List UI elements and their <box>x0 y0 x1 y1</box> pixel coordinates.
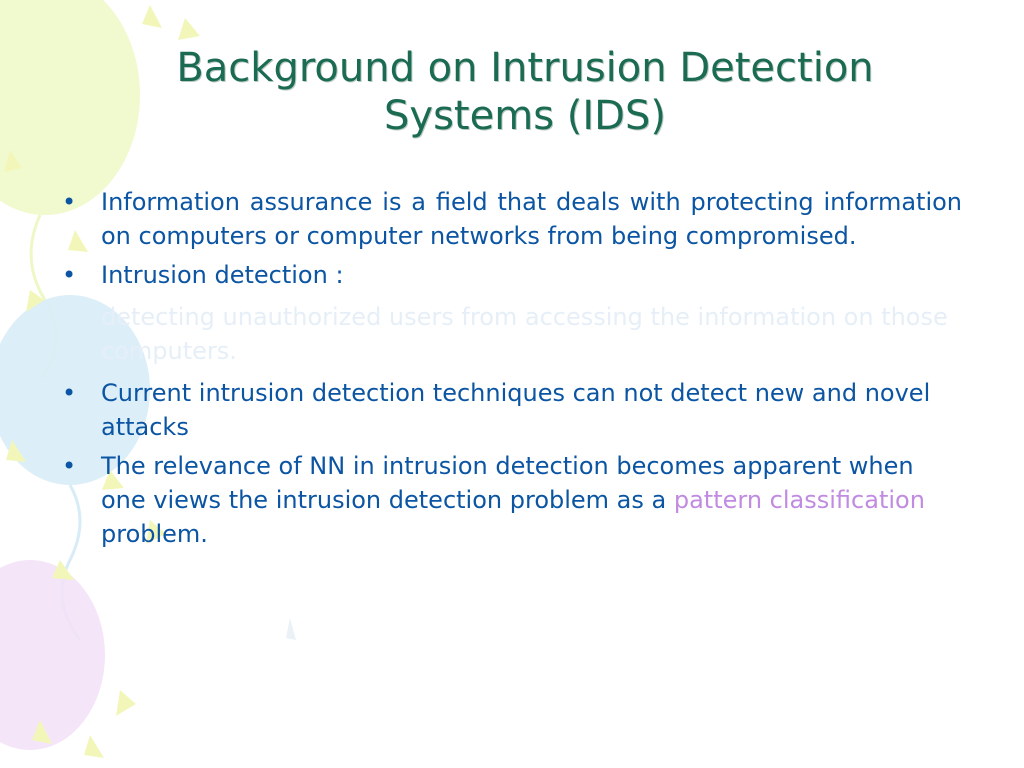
pink-balloon <box>0 560 105 750</box>
bullet-text: Current intrusion detection techniques c… <box>101 379 931 441</box>
faded-subtext: detecting unauthorized users from access… <box>101 303 948 365</box>
bullet-text-after: problem. <box>101 520 208 548</box>
confetti <box>68 230 88 252</box>
confetti <box>84 735 104 758</box>
bullet-text-before: The relevance of NN in intrusion detecti… <box>101 452 914 514</box>
confetti <box>6 440 26 462</box>
confetti <box>116 690 136 716</box>
confetti <box>146 520 166 544</box>
confetti <box>142 5 162 28</box>
bullet-text: Intrusion detection : <box>101 261 344 289</box>
confetti <box>286 618 296 640</box>
bullet-text: Information assurance is a field that de… <box>101 188 962 250</box>
highlighted-term: pattern classification <box>673 486 925 514</box>
bullet-marker: • <box>62 261 77 289</box>
confetti <box>26 290 44 312</box>
confetti <box>32 720 52 744</box>
bullet-item: • Current intrusion detection techniques… <box>60 376 962 444</box>
confetti <box>52 560 74 580</box>
yellow-balloon <box>0 0 140 215</box>
confetti <box>4 150 22 172</box>
confetti <box>102 470 124 490</box>
bullet-text: The relevance of NN in intrusion detecti… <box>101 452 925 548</box>
slide-title: Background on Intrusion Detection System… <box>176 45 874 139</box>
blue-balloon <box>0 295 150 485</box>
bullet-marker: • <box>62 452 77 480</box>
bullet-item: • Information assurance is a field that … <box>60 185 962 253</box>
bullet-marker: • <box>62 188 77 216</box>
bullet-item: • Intrusion detection : <box>60 258 962 292</box>
confetti <box>178 18 200 40</box>
bullet-list: • Information assurance is a field that … <box>60 185 962 556</box>
bullet-item: • The relevance of NN in intrusion detec… <box>60 449 962 551</box>
bullet-marker: • <box>62 379 77 407</box>
